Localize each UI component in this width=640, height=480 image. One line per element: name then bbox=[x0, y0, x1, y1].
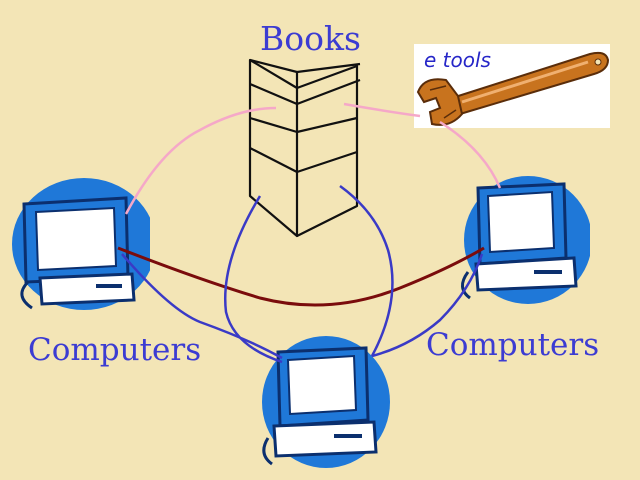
computers-left-label: Computers bbox=[28, 332, 202, 368]
computer-icon bbox=[262, 336, 390, 468]
red-link bbox=[117, 246, 485, 307]
pink-link-left bbox=[124, 106, 277, 215]
computer-icon bbox=[461, 176, 590, 304]
books-label: Books bbox=[260, 19, 361, 58]
computer-icon bbox=[12, 178, 150, 310]
computers-right-label: Computers bbox=[426, 327, 600, 363]
blue-link-books-bottom2 bbox=[339, 184, 394, 357]
blue-link-books-bottom bbox=[224, 195, 283, 364]
pink-link-wrench bbox=[439, 120, 502, 189]
etools-label: e tools bbox=[424, 48, 491, 72]
pink-link-right bbox=[343, 102, 421, 118]
blue-link-left-bottom bbox=[121, 253, 283, 360]
blue-link-right-bottom bbox=[371, 253, 484, 358]
